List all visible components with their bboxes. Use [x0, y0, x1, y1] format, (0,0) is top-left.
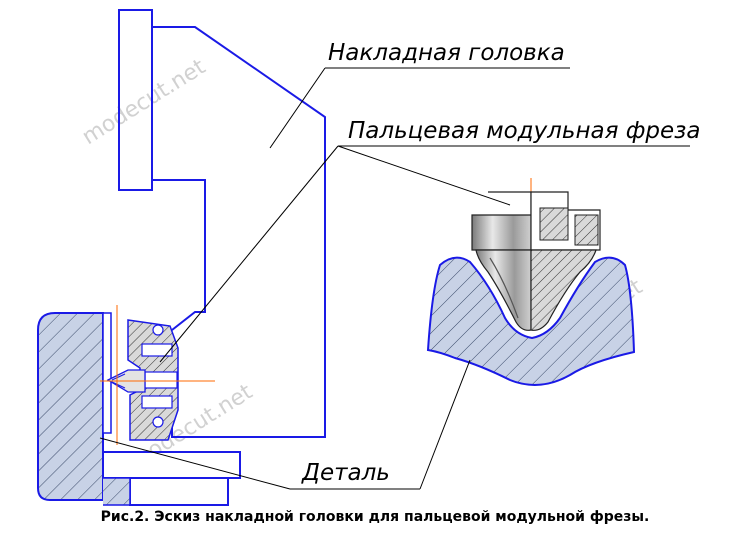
label-overlay-head: Накладная головка — [328, 40, 565, 66]
part-section-left — [37, 312, 241, 506]
leader-lines — [99, 67, 690, 490]
label-finger-cutter: Пальцевая модульная фреза — [348, 118, 700, 144]
finger-cutter — [471, 191, 601, 331]
head-outline — [152, 26, 326, 438]
figure-caption: Рис.2. Эскиз накладной головки для пальц… — [100, 509, 650, 525]
part-section-right — [426, 256, 636, 386]
spindle-assembly — [106, 319, 179, 441]
overlay-head — [118, 9, 326, 438]
head-flange — [118, 9, 153, 191]
label-part: Деталь — [301, 460, 390, 486]
watermark-1: modecut.net — [78, 54, 210, 150]
